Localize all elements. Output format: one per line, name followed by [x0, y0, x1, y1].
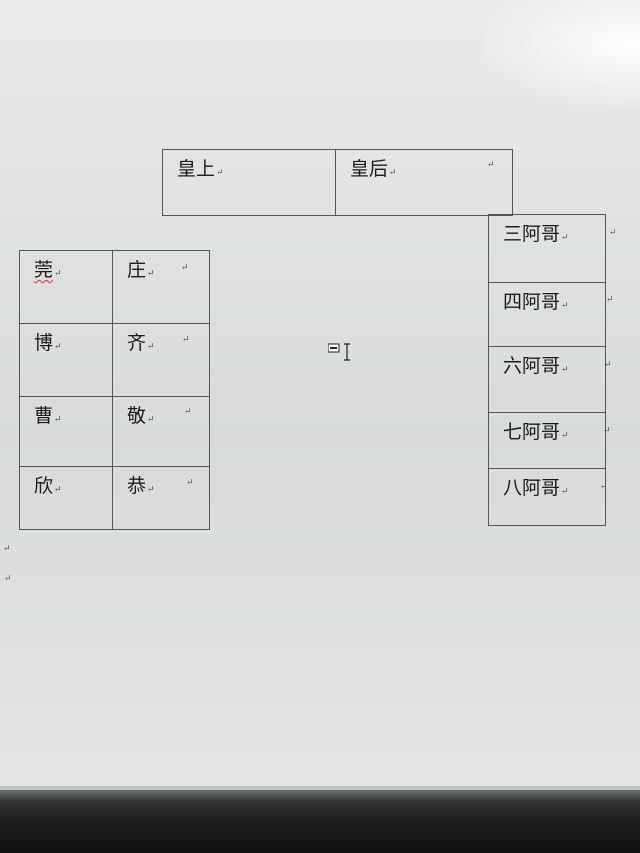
cell-text: 欣: [34, 475, 54, 497]
row-end-mark-icon: ↵: [182, 335, 190, 345]
cell-text: 齐: [127, 332, 147, 354]
table-cell[interactable]: 七阿哥↵: [488, 412, 606, 469]
paragraph-mark-icon: ↵: [54, 415, 62, 425]
row-end-mark-icon: ↵: [609, 228, 617, 238]
cell-text: 四阿哥: [503, 291, 561, 313]
paragraph-mark-icon: ↵: [389, 168, 397, 178]
paragraph-mark-icon: ↵: [147, 342, 155, 352]
cell-text: 六阿哥: [503, 355, 561, 377]
table-cell[interactable]: 敬↵: [112, 396, 210, 467]
left-table[interactable]: 莞↵ 庄↵ 博↵ 齐↵ 曹↵ 敬↵ 欣↵: [19, 250, 210, 530]
cell-text: 三阿哥: [503, 223, 561, 245]
table-cell[interactable]: 莞↵: [19, 250, 113, 324]
i-beam-cursor-icon: [328, 343, 350, 361]
paragraph-mark-icon: ↵: [4, 574, 12, 584]
page-bottom-edge: [0, 786, 640, 790]
paragraph-mark-icon: ↵: [54, 485, 62, 495]
paragraph-mark-icon: ↵: [54, 342, 62, 352]
paragraph-mark-icon: ↵: [3, 544, 11, 554]
table-cell[interactable]: 皇后↵: [335, 149, 513, 216]
paragraph-mark-icon: ↵: [147, 485, 155, 495]
paragraph-mark-icon: ↵: [561, 233, 569, 243]
row-end-mark-icon: ↵: [184, 407, 192, 417]
row-end-mark-icon: ↵: [487, 160, 495, 170]
row-end-mark-icon: ↵: [181, 263, 189, 273]
paragraph-mark-icon: ↵: [561, 487, 569, 497]
paragraph-mark-icon: ↵: [561, 301, 569, 311]
paragraph-mark-icon: ↵: [561, 365, 569, 375]
document-page[interactable]: 皇上↵ 皇后↵ ↵ 莞↵ 庄↵ 博↵ 齐↵ 曹↵: [0, 0, 640, 790]
paragraph-mark-icon: ↵: [147, 415, 155, 425]
table-cell[interactable]: 八阿哥↵: [488, 468, 606, 526]
screen-glare: [480, 0, 640, 110]
cell-text: 八阿哥: [503, 477, 561, 499]
table-cell[interactable]: 恭↵: [112, 466, 210, 530]
table-cell[interactable]: 博↵: [19, 323, 113, 397]
monitor-bezel: [0, 790, 640, 853]
cell-text: 曹: [34, 405, 54, 427]
top-table[interactable]: 皇上↵ 皇后↵: [162, 149, 513, 216]
cell-text: 庄: [127, 259, 147, 281]
cell-text: 皇上: [177, 158, 216, 180]
row-end-mark-icon: ↵: [604, 360, 612, 370]
table-cell[interactable]: 皇上↵: [162, 149, 336, 216]
cell-text: 莞: [34, 259, 54, 281]
table-cell[interactable]: 六阿哥↵: [488, 346, 606, 413]
right-table[interactable]: 三阿哥↵ 四阿哥↵ 六阿哥↵ 七阿哥↵ 八阿哥↵: [488, 214, 606, 526]
row-end-mark-icon: ↵: [606, 295, 614, 305]
cell-text: 七阿哥: [503, 421, 561, 443]
row-end-mark-icon: ↵: [603, 426, 611, 436]
table-cell[interactable]: 三阿哥↵: [488, 214, 606, 283]
table-cell[interactable]: 曹↵: [19, 396, 113, 467]
paragraph-mark-icon: ↵: [54, 269, 62, 279]
table-cell[interactable]: 欣↵: [19, 466, 113, 530]
table-cell[interactable]: 庄↵: [112, 250, 210, 324]
cell-text: 敬: [127, 405, 147, 427]
paragraph-mark-icon: ↵: [147, 269, 155, 279]
cell-text: 博: [34, 332, 54, 354]
table-cell[interactable]: 四阿哥↵: [488, 282, 606, 347]
row-end-mark-icon: ↵: [600, 482, 608, 492]
paragraph-mark-icon: ↵: [561, 431, 569, 441]
row-end-mark-icon: ↵: [186, 478, 194, 488]
cell-text: 恭: [127, 475, 147, 497]
cell-text: 皇后: [350, 158, 389, 180]
paragraph-mark-icon: ↵: [216, 168, 224, 178]
table-cell[interactable]: 齐↵: [112, 323, 210, 397]
